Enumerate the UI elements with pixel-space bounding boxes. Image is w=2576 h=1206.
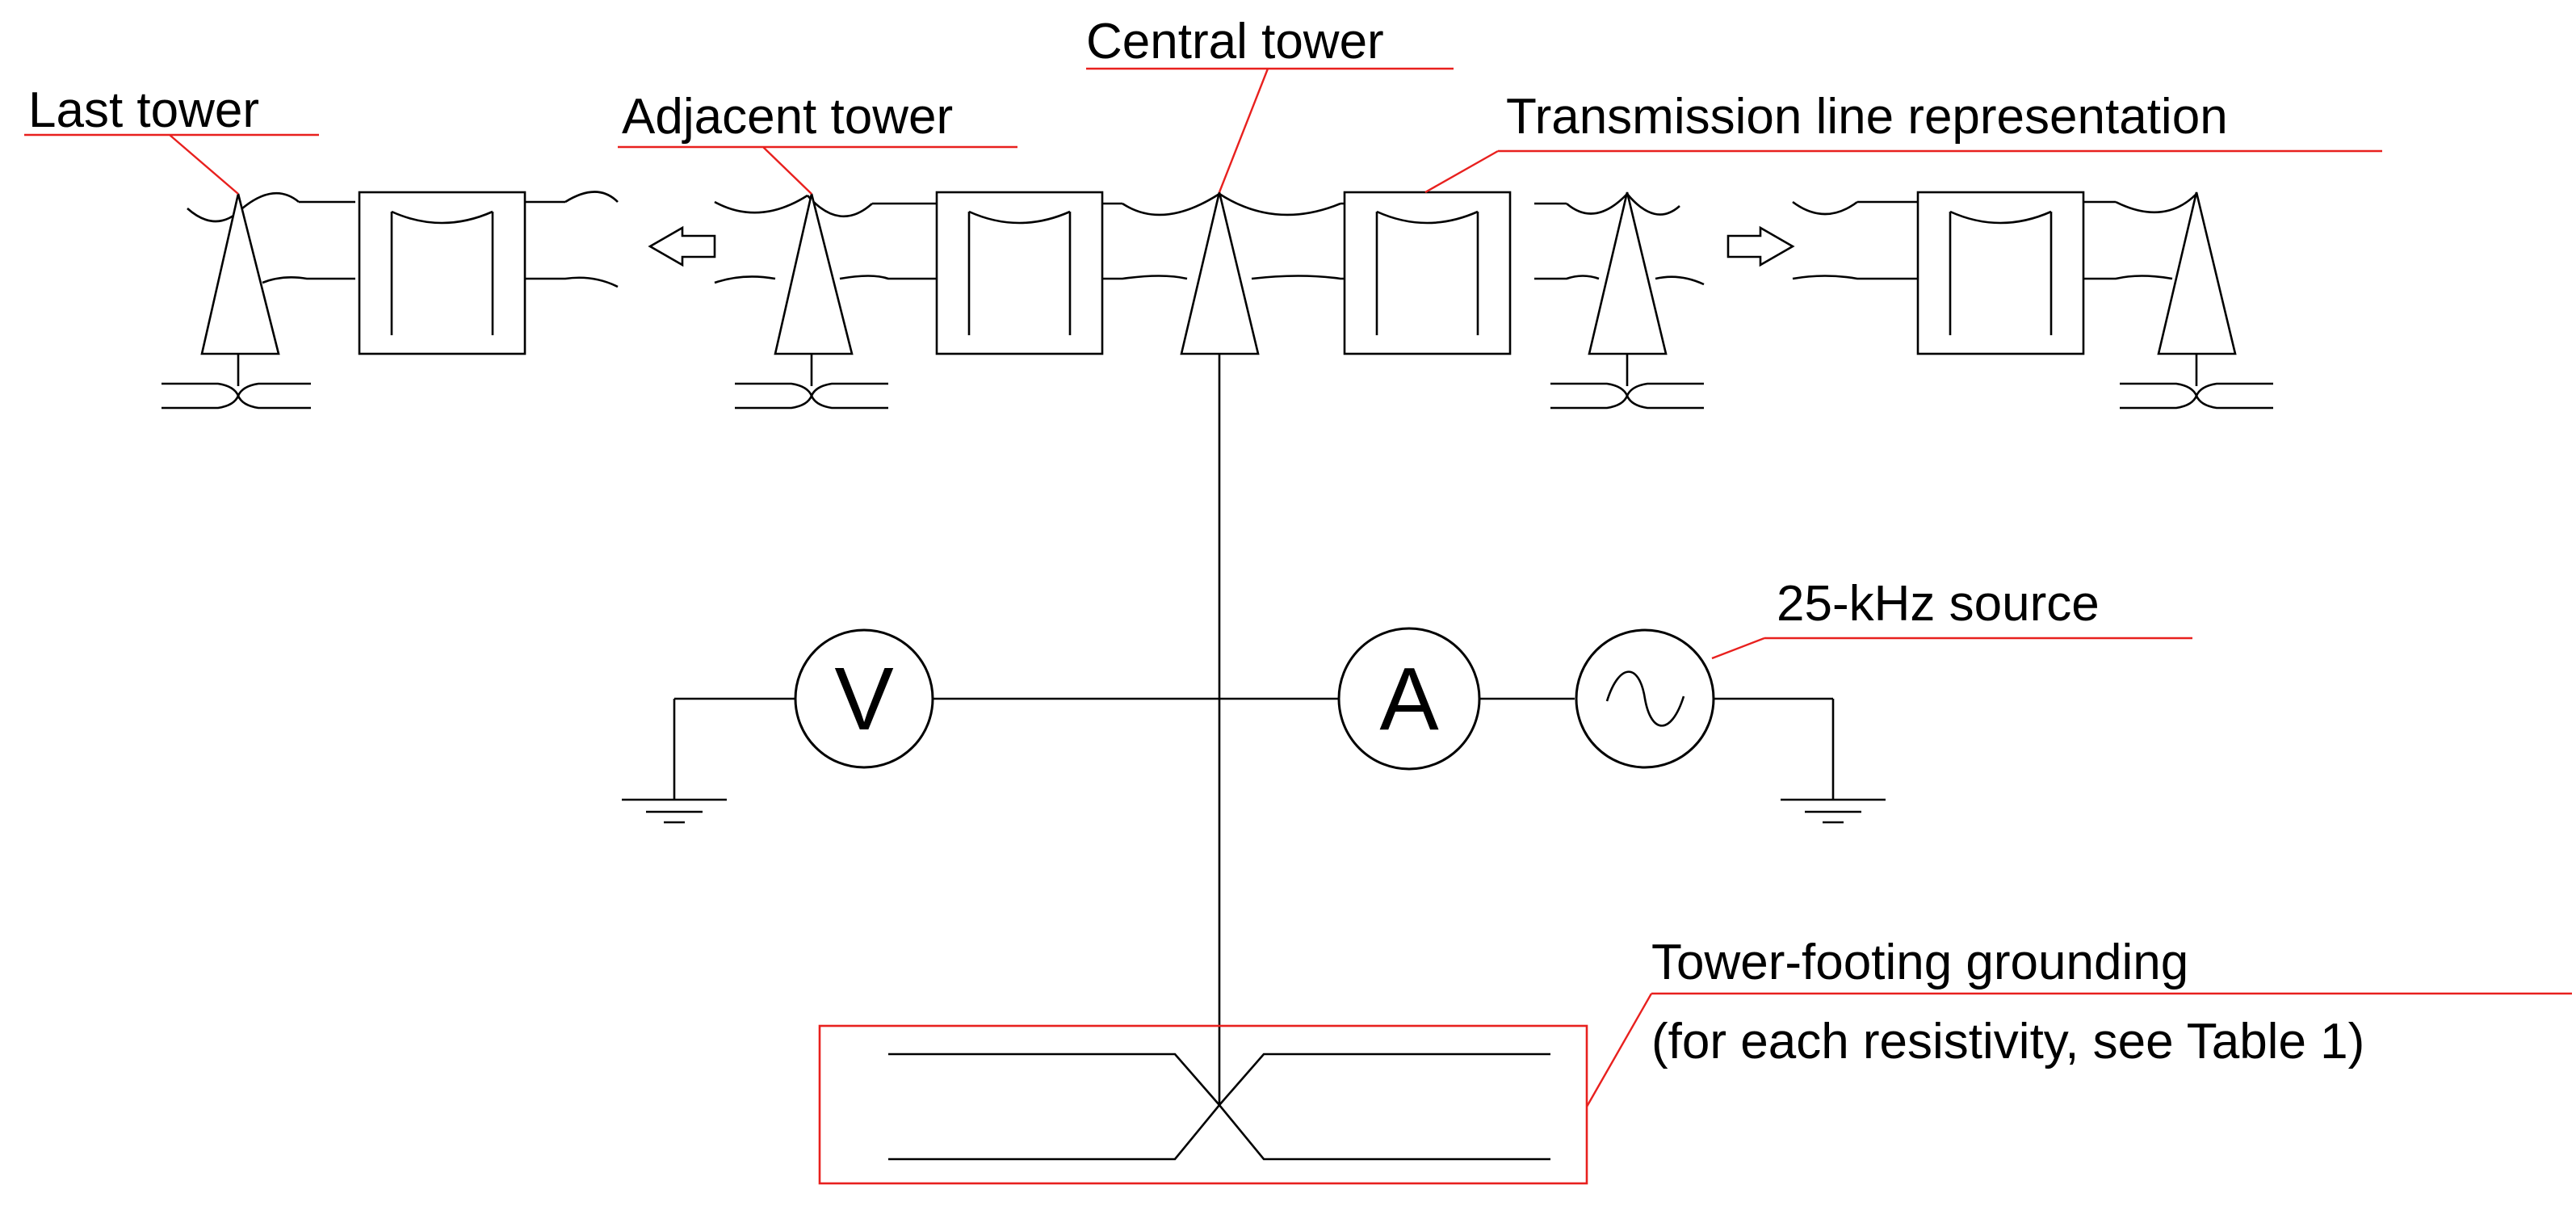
- adjacent-tower-left: [774, 193, 854, 355]
- voltmeter-label: V: [834, 649, 893, 749]
- last-tower-left: [200, 193, 280, 355]
- continuation-arrow-left: [648, 225, 716, 267]
- leader-adjacent-tower: [618, 145, 1017, 195]
- label-grounding-title: Tower-footing grounding: [1651, 935, 2188, 990]
- leader-grounding: [1585, 992, 2572, 1107]
- continuation-arrow-right: [1726, 225, 1795, 267]
- ground-wire-segment: [1534, 193, 2197, 216]
- line-section-box: [935, 191, 1104, 355]
- leader-source: [1711, 637, 2192, 660]
- ammeter: [1337, 627, 1481, 771]
- label-central-tower: Central tower: [1086, 14, 1384, 69]
- transmission-line-row: [162, 191, 2273, 410]
- leader-central-tower: [1086, 67, 1454, 193]
- phase-conductor-segment: [714, 275, 1373, 284]
- earth-ground-symbol: [1781, 798, 1886, 824]
- tower-footing-small: [162, 354, 2273, 410]
- label-source: 25-kHz source: [1777, 576, 2100, 632]
- ammeter-label: A: [1379, 649, 1439, 749]
- voltmeter: [794, 628, 934, 769]
- ground-wire-segment: [714, 192, 1373, 218]
- line-section-box: [1916, 191, 2085, 355]
- ground-wire-segment: [187, 191, 619, 223]
- tower-footing-grounding-detail: [818, 1024, 1588, 1185]
- annotation-leaders: [24, 67, 2572, 1107]
- line-section-box: [1343, 191, 1512, 355]
- measurement-circuit: V A: [622, 354, 1886, 1105]
- label-last-tower: Last tower: [28, 82, 259, 138]
- central-tower: [1180, 191, 1260, 355]
- phase-conductor-segment: [1534, 275, 2173, 286]
- sine-wave-icon: [1605, 670, 1685, 727]
- last-tower-right: [2157, 191, 2237, 355]
- phase-conductor-segment: [262, 276, 619, 288]
- leader-transmission-line: [1424, 149, 2382, 194]
- line-section-box: [358, 191, 527, 355]
- adjacent-tower-right: [1588, 191, 1668, 355]
- label-transmission-line: Transmission line representation: [1506, 89, 2228, 145]
- label-grounding-note: (for each resistivity, see Table 1): [1651, 1014, 2364, 1069]
- earth-ground-symbol: [622, 798, 727, 824]
- label-adjacent-tower: Adjacent tower: [622, 89, 953, 145]
- leader-last-tower: [24, 133, 319, 195]
